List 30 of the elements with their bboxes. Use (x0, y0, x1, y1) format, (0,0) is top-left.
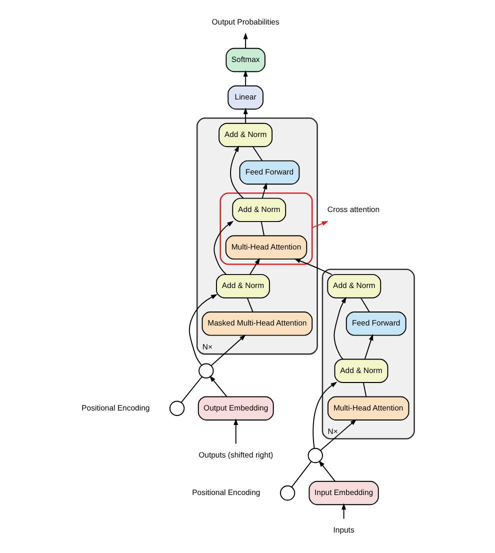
node-circle (308, 448, 323, 464)
arrow (243, 108, 248, 124)
arrow (334, 296, 347, 360)
connector (260, 221, 265, 236)
arrow (364, 334, 374, 360)
arrow (320, 419, 357, 451)
arrow (262, 182, 268, 199)
arrow (188, 294, 218, 366)
arrow (210, 334, 246, 366)
connector (360, 297, 370, 312)
arrow (234, 418, 238, 444)
arrow (243, 32, 248, 49)
node-circle (169, 400, 185, 416)
arrow (249, 258, 260, 275)
node-circle (198, 363, 214, 378)
node-circle (280, 485, 296, 501)
arrow (318, 460, 336, 482)
arrow (294, 258, 332, 276)
connector (362, 382, 367, 398)
arrow (312, 382, 338, 449)
connector (252, 146, 263, 162)
arrow (214, 220, 234, 276)
arrow (312, 221, 328, 228)
arrow (342, 503, 346, 520)
connector (180, 376, 202, 403)
arrow (243, 70, 248, 86)
arrow (230, 145, 244, 199)
connector (291, 461, 312, 488)
connector (246, 297, 254, 312)
arrow (209, 376, 228, 398)
